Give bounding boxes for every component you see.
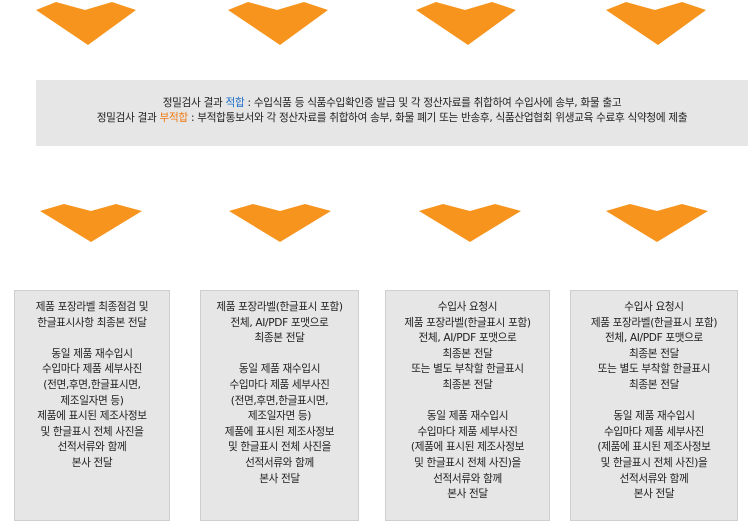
arrow-down-icon [40, 204, 142, 242]
top-arrows [36, 2, 706, 45]
box-text-line: 수입사 요청시 [624, 301, 684, 313]
box-text-line: 및 한글표시 전체 사진)을 [414, 456, 521, 469]
box-text-line: 선적서류와 함께 [619, 472, 689, 485]
box-text-line: 수입마다 제품 세부사진 [229, 378, 330, 391]
arrow-down-icon [416, 2, 516, 45]
arrow-down-icon [606, 2, 706, 45]
box-text-line: 한글표시사항 최종본 전달 [37, 316, 147, 329]
status-reject: 부적합 [159, 112, 189, 124]
result-banner: 정밀검사 결과 적합 : 수입식품 등 식품수입확인증 발급 및 각 정산자료를… [36, 80, 748, 146]
box-text-line: (제품에 표시된 제조사정보 [597, 441, 711, 454]
box-text-line: 선적서류와 함께 [57, 441, 127, 454]
arrow-down-icon [419, 204, 521, 242]
box-text-line: 제품 포장라벨(한글표시 포함) [404, 316, 531, 329]
box-text-line: 동일 제품 재수입시 [238, 363, 321, 376]
arrow-down-icon [36, 2, 136, 45]
box-text-line: 최종본 전달 [442, 378, 493, 391]
box-text-line: 최종본 전달 [442, 347, 493, 360]
arrow-down-icon [606, 204, 708, 242]
box-text-line: (제품에 표시된 제조사정보 [410, 441, 525, 454]
box-text-line: 동일 제품 재수입시 [51, 347, 133, 360]
box-text-line: 본사 전달 [633, 488, 675, 501]
box-text-line: 수입마다 제품 세부사진 [417, 425, 518, 438]
box-text-line: 선적서류와 함께 [433, 472, 502, 485]
box-text-line: 수입사 요청시 [437, 301, 498, 313]
banner-line-reject: 정밀검사 결과 부적합 : 부적합통보서와 각 정산자료를 취합하여 송부, 화… [36, 111, 748, 126]
box-text-line: 최종본 전달 [254, 332, 305, 345]
box-text-line: 동일 제품 재수입시 [426, 410, 509, 423]
box-text-line: 최종본 전달 [629, 378, 679, 391]
middle-arrows [40, 204, 708, 242]
banner-text: : 수입식품 등 식품수입확인증 발급 및 각 정산자료를 취합하여 수입사에 … [244, 97, 622, 109]
box-text-line: 수입마다 제품 세부사진 [604, 425, 704, 438]
box-text-line: 제품 포장라벨 최종점검 및 [35, 301, 149, 313]
banner-text: : 부적합통보서와 각 정산자료를 취합하여 송부, 화물 폐기 또는 반송후,… [187, 112, 688, 124]
box-text-line: 및 한글표시 전체 사진)을 [600, 456, 708, 469]
arrow-down-icon [228, 2, 328, 45]
box-text-line: 최종본 전달 [629, 347, 679, 360]
banner-prefix: 정밀검사 결과 [162, 97, 226, 109]
box-text-line: 동일 제품 재수입시 [613, 410, 695, 423]
box-text-line: 전체, AI/PDF 포맷으로 [605, 332, 703, 345]
box-text-line: 선적서류와 함께 [245, 456, 314, 469]
banner-line-accept: 정밀검사 결과 적합 : 수입식품 등 식품수입확인증 발급 및 각 정산자료를… [36, 96, 748, 111]
box-text-line: 또는 별도 부착할 한글표시 [411, 363, 524, 376]
arrow-down-icon [229, 204, 331, 242]
banner-prefix: 정밀검사 결과 [96, 112, 160, 124]
box-text-line: 제품에 표시된 제조사정보 [37, 410, 147, 423]
box-text-line: 또는 별도 부착할 한글표시 [597, 363, 711, 376]
box-text-line: 수입마다 제품 세부사진 [42, 363, 142, 376]
box-text-line: 본사 전달 [447, 488, 488, 501]
box-text-line: 제조일자면 등) [247, 410, 312, 423]
box-text-line: 제조일자면 등) [60, 394, 124, 407]
box-text-line: 전체, AI/PDF 포맷으로 [418, 332, 517, 345]
status-accept: 적합 [225, 97, 245, 109]
box-text-line: (전면,후면,한글표시면, [230, 394, 329, 407]
box-text-line: 제품에 표시된 제조사정보 [224, 425, 335, 438]
box-text-line: 및 한글표시 전체 사진을 [227, 441, 331, 454]
box-text-line: 전체, AI/PDF 포맷으로 [230, 316, 329, 329]
box-text-line: 및 한글표시 전체 사진을 [40, 425, 144, 438]
box-text-line: 제품 포장라벨(한글표시 포함) [216, 301, 343, 313]
box-text-line: 본사 전달 [71, 456, 113, 469]
box-text-line: 제품 포장라벨(한글표시 포함) [590, 316, 718, 329]
box-text-line: (전면,후면,한글표시면, [43, 378, 141, 391]
box-text-line: 본사 전달 [259, 472, 300, 485]
